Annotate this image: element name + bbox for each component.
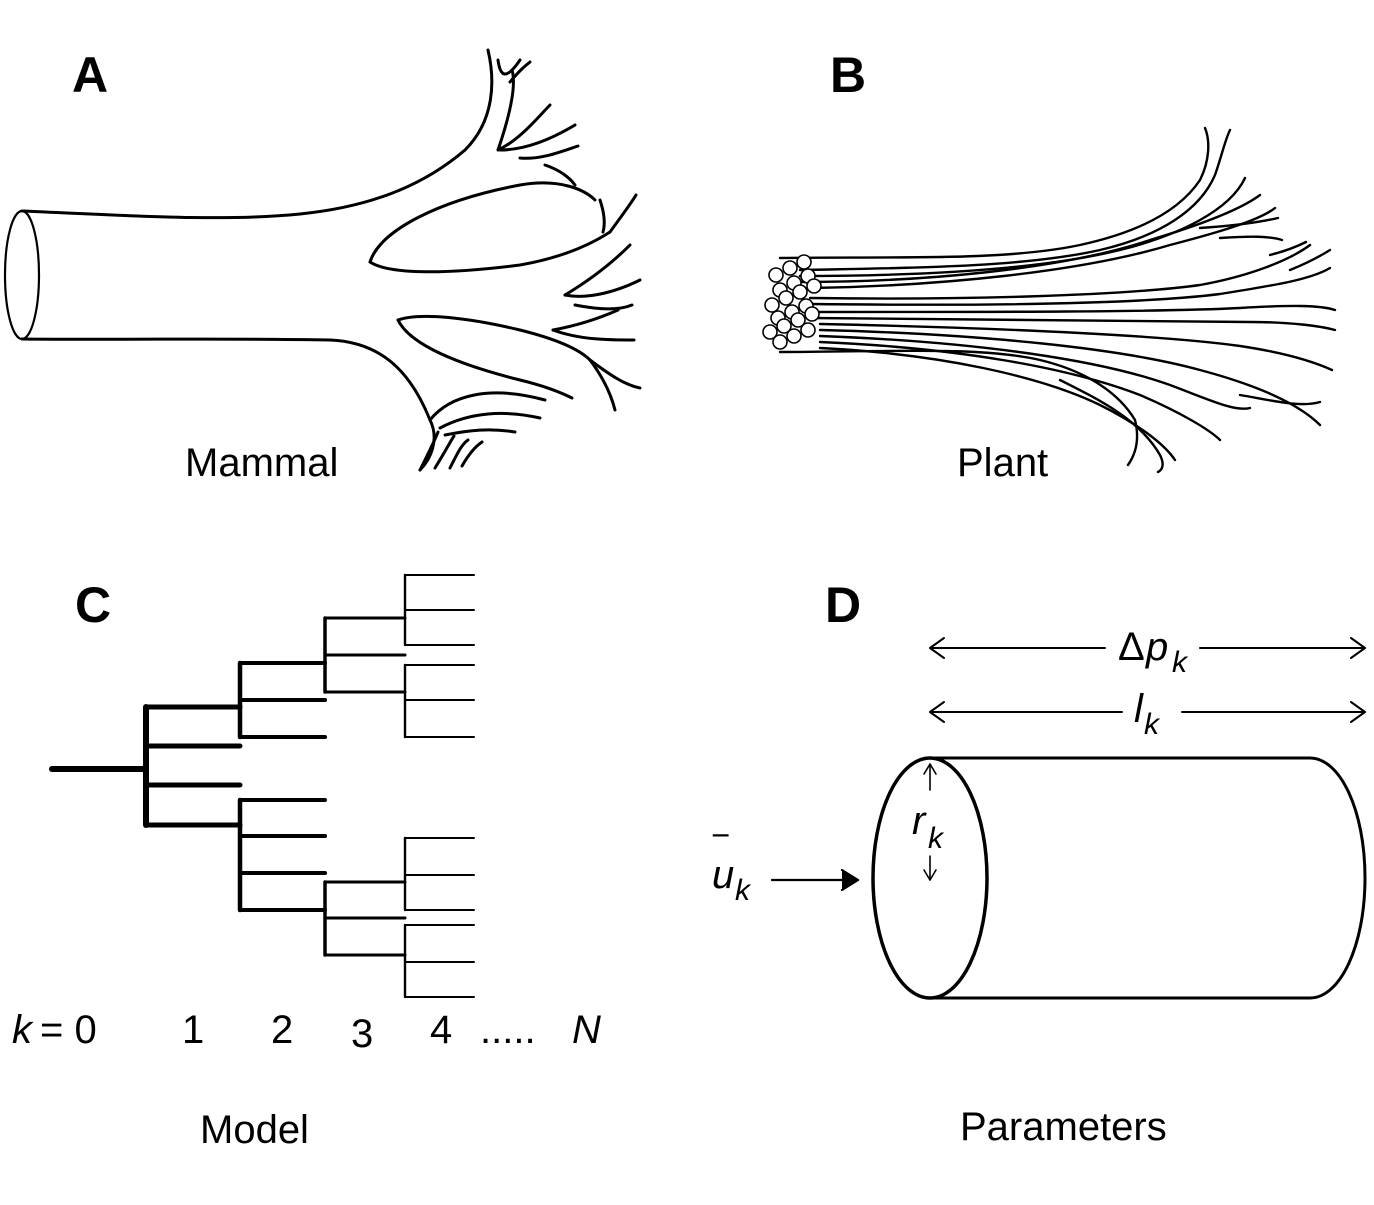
plant-vessel-bundle-drawing <box>778 126 1337 474</box>
velocity-bar: ‾ <box>712 831 729 875</box>
length-symbol: l <box>1134 687 1144 731</box>
panel-a-letter: A <box>72 47 108 103</box>
radius-symbol: r <box>912 799 927 843</box>
panel-d-letter: D <box>825 577 861 633</box>
panel-d: D Δ p k l k <box>712 577 1367 1149</box>
panel-a: A <box>3 47 642 485</box>
level-ellipsis: ..... <box>480 1008 536 1052</box>
mammal-vessel-drawing <box>3 48 642 472</box>
panel-c-letter: C <box>75 577 111 633</box>
level-label-n: N <box>572 1008 601 1052</box>
panel-b-caption: Plant <box>957 441 1048 485</box>
pressure-symbol: p <box>1145 625 1168 669</box>
level-zero-label: = 0 <box>40 1008 97 1052</box>
length-arrow <box>929 701 1366 723</box>
panel-b: B <box>762 47 1337 485</box>
panel-c-caption: Model <box>200 1108 309 1152</box>
branching-tree-model <box>49 573 475 999</box>
pressure-drop-label: Δ p k <box>1118 625 1189 679</box>
plant-fibre-ends <box>762 254 822 350</box>
length-subscript: k <box>1144 708 1161 741</box>
level-label-1: 1 <box>182 1008 204 1052</box>
level-k-symbol: k <box>12 1008 34 1052</box>
velocity-subscript: k <box>735 874 752 907</box>
radius-label: r k <box>912 799 945 855</box>
panel-c: C <box>12 573 601 1152</box>
velocity-label: ‾ u k <box>712 831 752 907</box>
panel-b-letter: B <box>830 47 866 103</box>
level-label-4: 4 <box>430 1008 452 1052</box>
radius-arrow <box>923 763 937 881</box>
level-label-3: 3 <box>351 1012 373 1056</box>
panel-a-caption: Mammal <box>185 441 338 485</box>
pressure-drop-arrow <box>929 637 1366 659</box>
velocity-arrow <box>770 868 860 892</box>
radius-subscript: k <box>928 822 945 855</box>
level-label-2: 2 <box>271 1008 293 1052</box>
pressure-subscript: k <box>1172 646 1189 679</box>
velocity-symbol: u <box>712 853 734 897</box>
panel-d-caption: Parameters <box>960 1105 1167 1149</box>
length-label: l k <box>1134 687 1161 741</box>
vessel-cylinder <box>871 756 1367 1000</box>
pressure-delta-symbol: Δ <box>1118 625 1145 669</box>
level-labels: k = 0 1 2 3 4 ..... N <box>12 1008 601 1056</box>
